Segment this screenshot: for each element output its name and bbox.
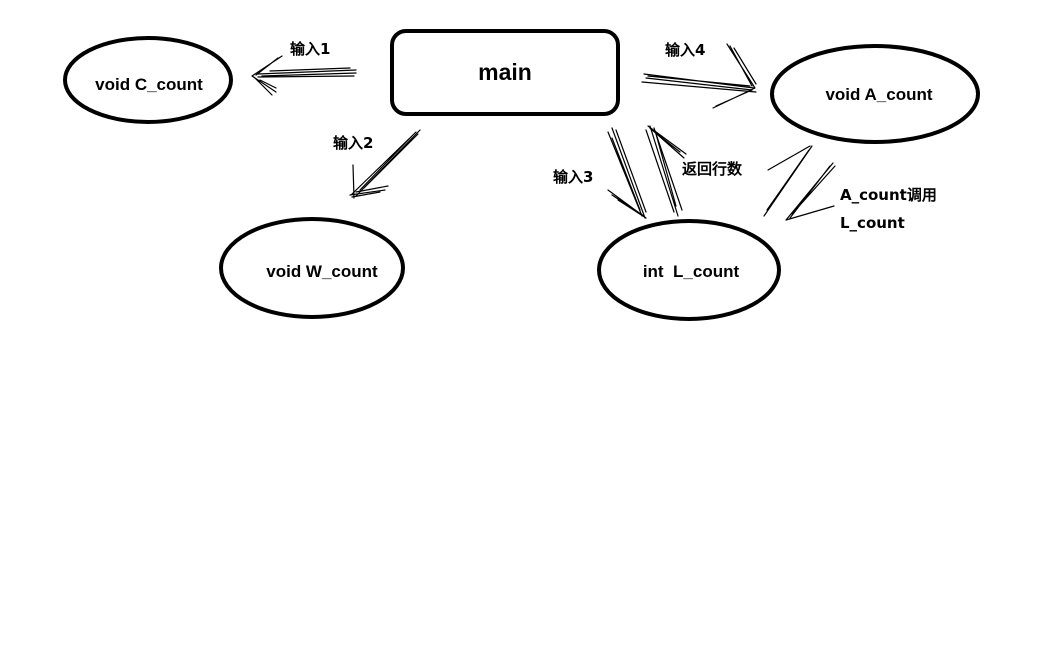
edge-label-input-3: 输入3	[553, 168, 593, 186]
main-label: main	[478, 59, 532, 85]
arrow-shaft	[641, 73, 757, 93]
w-count-label: void W_count	[266, 262, 378, 281]
arrow-shaft	[257, 67, 357, 78]
a-count-ellipse	[770, 44, 980, 144]
w-count-ellipse	[219, 217, 405, 319]
arrow-main-to-l-count	[607, 127, 647, 219]
arrow-shaft	[645, 125, 683, 217]
arrow-stroke-1	[763, 145, 813, 217]
arrow-head	[712, 43, 757, 109]
arrow-head	[349, 164, 389, 199]
node-c-count: void C_count	[63, 36, 233, 124]
l-count-ellipse	[597, 219, 781, 321]
node-l-count: int L_count	[597, 219, 781, 321]
arrow-head	[607, 189, 647, 219]
arrow-main-to-c-count	[251, 55, 357, 96]
edge-label-input-4: 输入4	[665, 41, 705, 59]
edge-label-a-calls-l-line1: A_count调用	[840, 186, 937, 204]
main-box	[390, 29, 620, 116]
edge-label-return-line-count: 返回行数	[682, 160, 743, 178]
a-count-label: void A_count	[825, 85, 932, 104]
arrow-head	[251, 55, 283, 96]
arrow-main-to-w-count	[349, 129, 421, 199]
c-count-label: void C_count	[95, 75, 203, 94]
arrow-a-count-to-l-count	[763, 145, 836, 221]
node-a-count: void A_count	[770, 44, 980, 144]
edge-label-a-calls-l-line2: L_count	[840, 214, 905, 232]
node-main: main	[390, 29, 620, 116]
arrow-head	[647, 125, 687, 159]
arrow-main-to-a-count	[641, 43, 757, 109]
edge-label-input-2: 输入2	[333, 134, 373, 152]
l-count-label: int L_count	[643, 262, 740, 281]
edge-label-input-1: 输入1	[290, 40, 330, 58]
arrow-l-count-to-main	[645, 125, 687, 217]
arrow-shaft	[351, 129, 421, 197]
node-w-count: void W_count	[219, 217, 405, 319]
c-count-ellipse	[63, 36, 233, 124]
arrow-shaft	[607, 127, 647, 219]
arrow-stroke-2	[785, 162, 836, 221]
